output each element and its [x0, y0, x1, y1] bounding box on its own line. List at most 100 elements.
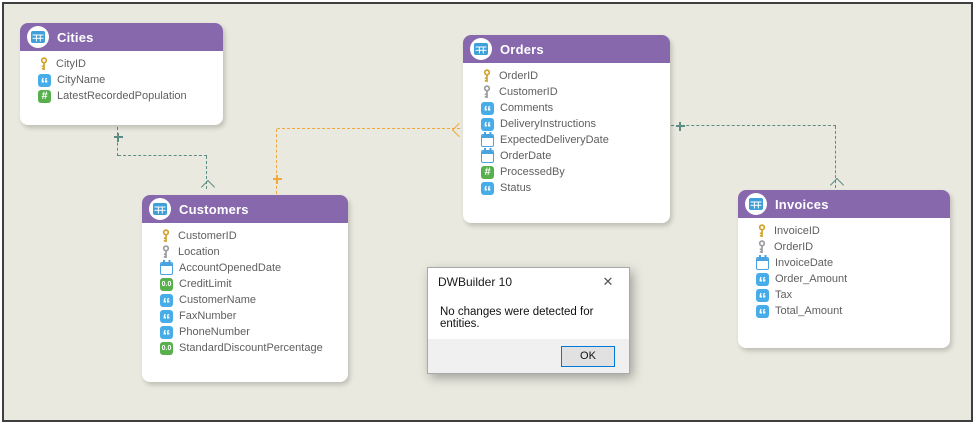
primary-key-icon [160, 229, 172, 243]
field-name: Location [178, 246, 220, 258]
field-row-CustomerName[interactable]: “ CustomerName [160, 292, 342, 313]
text-attribute-icon: “ [38, 73, 51, 93]
foreign-key-icon [160, 245, 172, 259]
field-name: InvoiceDate [775, 257, 834, 269]
field-row-PhoneNumber[interactable]: “PhoneNumber [160, 324, 342, 345]
dialog-footer: OK [428, 339, 629, 373]
field-name: LatestRecordedPopulation [57, 90, 187, 102]
field-name: CustomerName [179, 294, 257, 306]
table-icon [745, 193, 767, 215]
field-name: Status [500, 182, 532, 194]
field-name: ProcessedBy [500, 166, 565, 178]
field-name: InvoiceID [774, 225, 820, 237]
entity-title: Invoices [775, 196, 829, 212]
field-name: CustomerID [499, 86, 558, 98]
field-row-LatestRecordedPopulation[interactable]: #LatestRecordedPopulation [38, 88, 217, 104]
entity-title: Customers [179, 201, 249, 217]
relationship-line-cities-customers[interactable] [206, 156, 207, 189]
field-row-ExpectedDeliveryDate[interactable]: ExpectedDeliveryDate [481, 132, 664, 148]
field-name: DeliveryInstructions [500, 118, 596, 130]
text-attribute-icon: “ [481, 181, 494, 201]
field-row-FaxNumber[interactable]: “ FaxNumber [160, 308, 342, 329]
field-row-Location[interactable]: Location [160, 244, 342, 260]
field-list: InvoiceID OrderID InvoiceDate “ Order_Amount… [738, 218, 950, 324]
field-name: FaxNumber [179, 310, 237, 322]
field-row-Status[interactable]: “ Status [481, 180, 664, 201]
primary-key-icon [756, 224, 768, 238]
entity-header-cities[interactable]: Cities [20, 23, 223, 51]
field-row-Order_Amount[interactable]: “ Order_Amount [756, 271, 944, 292]
field-name: Tax [775, 289, 793, 301]
field-name: Order_Amount [775, 273, 848, 285]
text-attribute-icon: “ [756, 304, 769, 324]
text-attribute-icon: “ [160, 309, 173, 329]
field-row-Tax[interactable]: “ Tax [756, 287, 944, 308]
relationship-line-cities-customers[interactable] [118, 155, 207, 156]
relationship-line-orders-invoices[interactable] [671, 125, 836, 126]
field-name: CityID [56, 58, 86, 70]
field-row-CustomerID[interactable]: CustomerID [160, 228, 342, 244]
relationship-line-cities-customers[interactable] [117, 127, 118, 156]
relationship-line-customers-orders[interactable] [277, 128, 460, 129]
dialog-body: No changes were detected for entities. [428, 296, 629, 339]
entity-header-customers[interactable]: Customers [142, 195, 348, 223]
field-row-CustomerID[interactable]: CustomerID [481, 84, 664, 100]
primary-key-icon [481, 69, 493, 83]
field-row-DeliveryInstructions[interactable]: “DeliveryInstructions [481, 116, 664, 137]
field-row-AccountOpenedDate[interactable]: AccountOpenedDate [160, 260, 342, 276]
field-row-OrderDate[interactable]: OrderDate [481, 148, 664, 164]
one-end-plus-marker [272, 174, 282, 184]
entity-title: Cities [57, 29, 94, 45]
text-attribute-icon: “ [756, 272, 769, 292]
field-name: CreditLimit [179, 278, 232, 290]
table-icon [27, 26, 49, 48]
field-row-StandardDiscountPercentage[interactable]: 0.0 StandardDiscountPercentage [160, 340, 342, 356]
field-name: Total_Amount [775, 305, 843, 317]
field-row-ProcessedBy[interactable]: # ProcessedBy [481, 164, 664, 180]
field-row-OrderID[interactable]: OrderID [756, 239, 944, 255]
date-attribute-icon [481, 132, 494, 147]
primary-key-icon [38, 57, 50, 71]
field-row-Comments[interactable]: “Comments [481, 100, 664, 121]
field-row-CityID[interactable]: CityID [38, 56, 217, 72]
field-row-OrderID[interactable]: OrderID [481, 68, 664, 84]
field-row-InvoiceDate[interactable]: InvoiceDate [756, 255, 944, 271]
dialog-title-bar[interactable]: DWBuilder 10 ✕ [428, 268, 629, 296]
date-attribute-icon [481, 148, 494, 163]
dialog-title: DWBuilder 10 [438, 275, 513, 289]
text-attribute-icon: “ [160, 325, 173, 345]
field-name: CityName [57, 74, 106, 86]
field-row-InvoiceID[interactable]: InvoiceID [756, 223, 944, 239]
table-icon [470, 38, 492, 60]
text-attribute-icon: “ [160, 293, 173, 313]
message-dialog: DWBuilder 10 ✕ No changes were detected … [427, 267, 630, 374]
field-name: StandardDiscountPercentage [179, 342, 323, 354]
one-end-plus-marker [675, 121, 685, 131]
field-name: ExpectedDeliveryDate [500, 134, 609, 146]
field-row-Total_Amount[interactable]: “ Total_Amount [756, 303, 944, 324]
relationship-line-orders-invoices[interactable] [835, 126, 836, 188]
close-icon[interactable]: ✕ [602, 274, 614, 289]
entity-header-invoices[interactable]: Invoices [738, 190, 950, 218]
relationship-line-customers-orders[interactable] [276, 129, 277, 194]
field-name: OrderDate [500, 150, 552, 162]
field-row-CityName[interactable]: “ CityName [38, 72, 217, 93]
numeric-attribute-icon: # [481, 165, 494, 179]
text-attribute-icon: “ [756, 288, 769, 308]
ok-button[interactable]: OK [561, 345, 615, 367]
field-name: Comments [500, 102, 554, 114]
field-list: CityID “ CityName #LatestRecordedPopulation [20, 51, 223, 104]
decimal-attribute-icon: 0.0 [160, 341, 173, 355]
dialog-message: No changes were detected for entities. [440, 305, 594, 330]
entity-header-orders[interactable]: Orders [463, 35, 670, 63]
table-icon [149, 198, 171, 220]
date-attribute-icon [756, 255, 769, 270]
one-end-plus-marker [113, 132, 123, 142]
